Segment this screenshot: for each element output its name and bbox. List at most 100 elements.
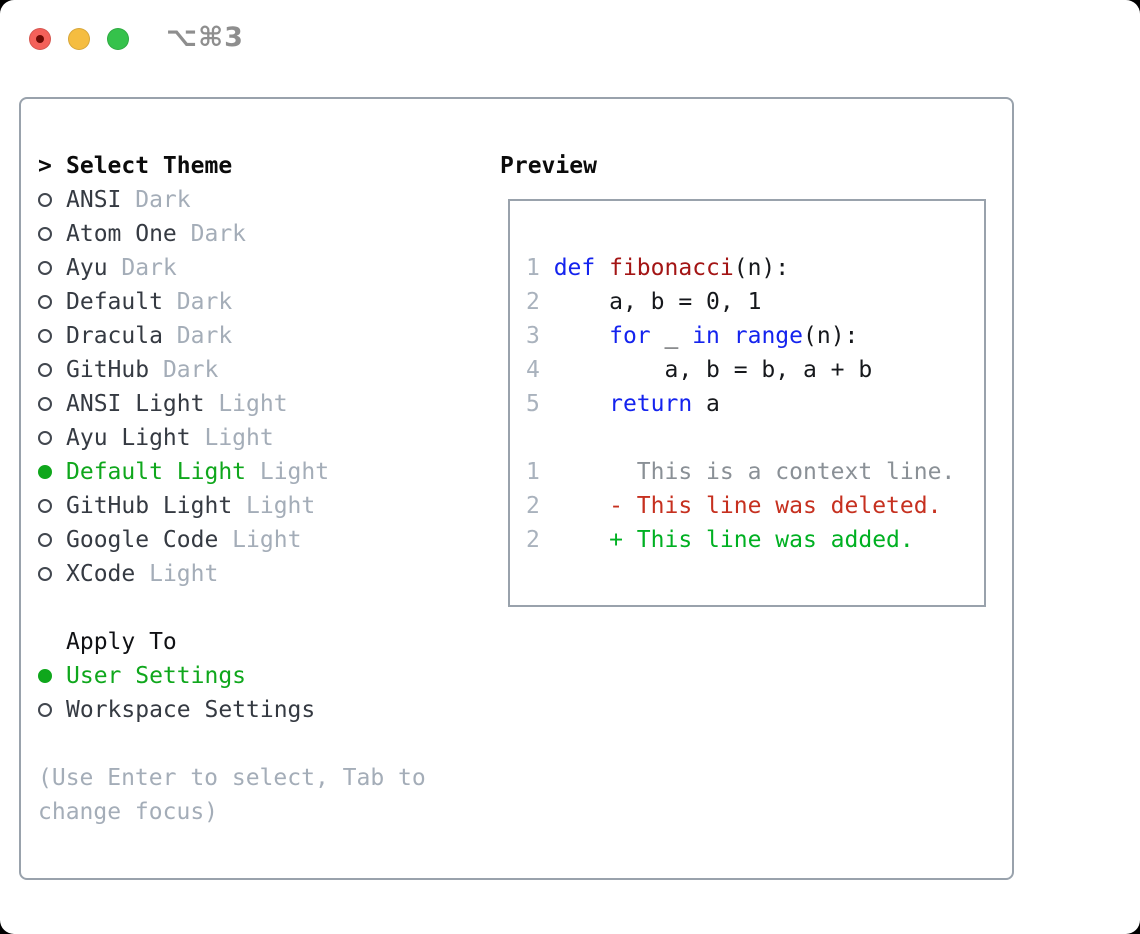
radio-unselected-icon [38,533,52,547]
line-number: 1 [526,255,554,281]
apply-option[interactable]: Workspace Settings [38,693,478,727]
line-number [526,425,554,451]
code-token [554,391,609,417]
close-button[interactable] [29,28,51,50]
theme-variant: Light [232,493,316,519]
preview-line: 4 a, b = b, a + b [526,353,984,387]
code-token: a, b = b, a + b [553,357,873,383]
theme-option[interactable]: Dracula Dark [38,319,478,353]
theme-variant: Light [246,459,330,485]
radio-unselected-icon [38,227,52,241]
radio-marker [38,193,66,207]
theme-variant: Light [204,391,288,417]
theme-option[interactable]: Google Code Light [38,523,478,557]
code-token: + This line was added. [553,527,914,553]
radio-unselected-icon [38,567,52,581]
theme-name: GitHub Light [66,493,233,519]
radio-unselected-icon [38,431,52,445]
theme-option[interactable]: ANSI Dark [38,183,478,217]
radio-marker [38,261,66,275]
radio-marker [38,431,66,445]
picker-header: > Select Theme [38,149,478,183]
code-token [554,323,609,349]
line-number: 2 [526,289,554,315]
theme-option[interactable]: Default Light Light [38,455,478,489]
theme-variant: Dark [162,289,233,315]
prompt-caret-icon: > [38,153,52,179]
preview-line: 1 def fibonacci(n): [526,251,984,285]
theme-variant: Dark [121,187,191,213]
apply-option-label: User Settings [66,663,247,689]
theme-name: Dracula [66,323,163,349]
theme-option[interactable]: ANSI Light Light [38,387,478,421]
theme-variant: Dark [176,221,247,247]
radio-unselected-icon [38,329,52,343]
theme-name: Default Light [66,459,247,485]
titlebar: ⌥⌘3 [0,0,1140,78]
radio-unselected-icon [38,397,52,411]
code-token: - This line was deleted. [553,493,942,519]
radio-unselected-icon [38,363,52,377]
theme-option[interactable]: Default Dark [38,285,478,319]
radio-marker [38,567,66,581]
preview-line: 3 for _ in range(n): [526,319,984,353]
preview-line: 2 a, b = 0, 1 [526,285,984,319]
minimize-button[interactable] [68,28,90,50]
line-number: 5 [526,391,554,417]
radio-marker [38,703,66,717]
radio-selected-icon [38,465,52,479]
code-token [595,255,609,281]
window-title: ⌥⌘3 [166,22,244,53]
theme-variant: Light [190,425,274,451]
theme-name: Google Code [66,527,219,553]
code-token: (n): [733,255,790,281]
radio-marker [38,363,66,377]
keyboard-hint: (Use Enter to select, Tab to change focu… [38,765,426,825]
line-number: 1 [526,459,554,485]
radio-marker [38,329,66,343]
apply-option[interactable]: User Settings [38,659,478,693]
radio-marker [38,295,66,309]
radio-marker [38,397,66,411]
theme-option[interactable]: Atom One Dark [38,217,478,251]
theme-option[interactable]: GitHub Dark [38,353,478,387]
code-token [720,323,734,349]
radio-unselected-icon [38,295,52,309]
theme-option[interactable]: XCode Light [38,557,478,591]
preview-title: Preview [500,153,597,179]
theme-option[interactable]: GitHub Light Light [38,489,478,523]
picker-title: Select Theme [66,153,233,179]
preview-line: 2 + This line was added. [526,523,984,557]
radio-marker [38,227,66,241]
code-token: This is a context line. [553,459,956,485]
theme-option[interactable]: Ayu Dark [38,251,478,285]
line-number: 4 [526,357,554,383]
zoom-button[interactable] [107,28,129,50]
theme-option[interactable]: Ayu Light Light [38,421,478,455]
theme-name: Default [66,289,163,315]
radio-unselected-icon [38,193,52,207]
theme-variant: Dark [107,255,177,281]
theme-variant: Light [135,561,219,587]
record-dot-icon [36,35,44,43]
apply-to-title: Apply To [66,629,177,655]
theme-name: Atom One [66,221,177,247]
radio-unselected-icon [38,703,52,717]
radio-marker [38,465,66,479]
code-token: _ [650,323,693,349]
radio-marker [38,533,66,547]
code-token: for [609,323,651,349]
radio-marker [38,499,66,513]
code-token: in [692,323,720,349]
preview-line: 5 return a [526,387,984,421]
preview-line: 1 This is a context line. [526,455,984,489]
radio-unselected-icon [38,499,52,513]
preview-line [526,421,984,455]
theme-variant: Dark [149,357,219,383]
